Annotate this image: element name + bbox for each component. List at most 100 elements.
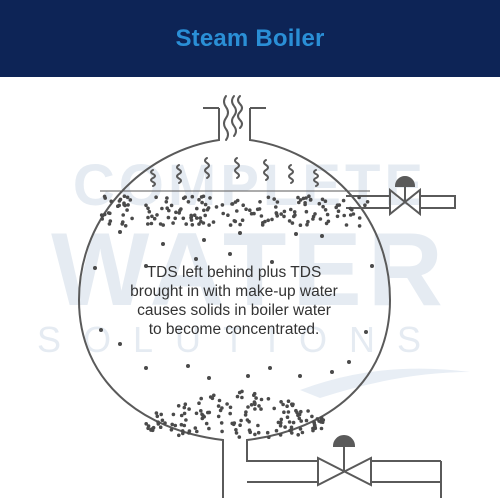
particle-dot	[270, 217, 274, 222]
particle-dot	[289, 425, 294, 430]
particle-dot	[164, 200, 169, 204]
particle-dot	[304, 418, 309, 423]
particle-dot	[220, 429, 224, 434]
particle-dot	[259, 214, 264, 218]
particle-dot	[182, 411, 187, 416]
particle-dot	[296, 413, 300, 418]
particle-dot	[200, 200, 204, 205]
particle-dot	[179, 413, 184, 418]
particle-dot	[259, 407, 263, 411]
particle-dot	[296, 195, 300, 200]
steam-vent-wave-2	[231, 95, 237, 137]
particle-dot	[154, 411, 159, 415]
particle-dot	[201, 413, 205, 418]
title-banner: Steam Boiler	[0, 0, 500, 77]
particle-dot	[320, 234, 324, 238]
particle-dot	[248, 208, 252, 212]
particle-dot	[186, 364, 190, 368]
particle-dot	[285, 415, 290, 420]
boiler-vessel	[77, 107, 456, 498]
particle-dot	[235, 209, 239, 213]
particle-dot	[252, 391, 257, 396]
particle-dot	[307, 194, 311, 198]
particle-dot	[118, 197, 123, 202]
particle-dot	[256, 423, 260, 428]
particle-dot	[247, 428, 252, 433]
particle-dot	[335, 203, 340, 207]
particle-dot	[214, 205, 219, 209]
particle-dot	[281, 402, 285, 407]
particle-dot	[100, 217, 104, 221]
bottom-valve	[317, 435, 372, 487]
particle-dot	[288, 428, 292, 433]
particle-dot	[325, 212, 330, 217]
particle-dot	[275, 214, 280, 218]
particle-dot	[320, 197, 325, 202]
particle-dot	[249, 403, 254, 407]
particle-dot	[370, 264, 374, 268]
particle-dot	[154, 195, 158, 199]
top-valve-handwheel-icon	[394, 176, 416, 187]
particle-dot	[150, 214, 154, 219]
particle-dot	[165, 196, 169, 200]
particle-dot	[189, 215, 194, 219]
particle-dot	[187, 407, 191, 411]
particle-dot	[235, 394, 240, 399]
particle-dot	[330, 370, 334, 374]
particle-dot	[347, 360, 351, 364]
particle-dot	[310, 414, 314, 419]
particle-dot	[294, 408, 298, 413]
caption: TDS left behind plus TDS brought in with…	[130, 264, 338, 338]
particle-dot	[297, 416, 302, 421]
particle-dot	[363, 203, 367, 207]
particle-dot	[211, 220, 216, 224]
particle-dot	[274, 211, 279, 215]
particle-dot	[207, 410, 212, 415]
particle-dot	[357, 224, 362, 228]
particle-dot	[265, 430, 270, 435]
particle-dot	[266, 218, 271, 223]
particle-dot	[190, 194, 195, 199]
particle-dot	[276, 420, 281, 425]
particle-dot	[336, 209, 341, 213]
particle-dot	[272, 406, 277, 411]
particle-dot	[171, 412, 176, 417]
particle-dot	[160, 418, 165, 423]
particle-dot	[219, 421, 224, 425]
top-valve	[389, 176, 421, 217]
particle-dot	[266, 397, 271, 401]
particle-dot	[205, 207, 210, 212]
particle-dot	[296, 433, 301, 437]
particle-dot	[287, 420, 292, 424]
particle-dot	[118, 342, 122, 346]
particle-dot	[199, 195, 204, 199]
particle-dot	[286, 410, 291, 414]
particle-dot	[195, 206, 199, 211]
steam-wave-7	[313, 169, 319, 187]
particle-dot	[257, 207, 262, 211]
particle-dot	[244, 410, 248, 414]
particle-dot	[364, 330, 368, 334]
particle-dot	[357, 216, 362, 220]
particle-dot	[298, 427, 303, 431]
particle-dot	[163, 421, 167, 425]
particle-dot	[165, 206, 169, 210]
particle-dot	[197, 197, 201, 202]
particle-dot	[195, 429, 199, 434]
particle-dot	[197, 222, 201, 226]
particle-dot	[299, 409, 303, 414]
bottom-valve-body	[317, 456, 372, 487]
particle-dot	[357, 195, 361, 200]
vessel-right-wall	[246, 108, 392, 462]
steam-wave-6	[288, 164, 294, 184]
particle-dot	[122, 194, 127, 198]
particle-dot	[294, 232, 298, 236]
particle-dot	[240, 218, 245, 222]
particle-dot	[267, 435, 271, 440]
particle-dot	[283, 425, 287, 429]
particle-dot	[351, 212, 356, 216]
particle-dot	[341, 198, 346, 203]
particle-dot	[335, 214, 340, 219]
particle-dot	[201, 221, 206, 225]
particle-dot	[179, 422, 184, 427]
